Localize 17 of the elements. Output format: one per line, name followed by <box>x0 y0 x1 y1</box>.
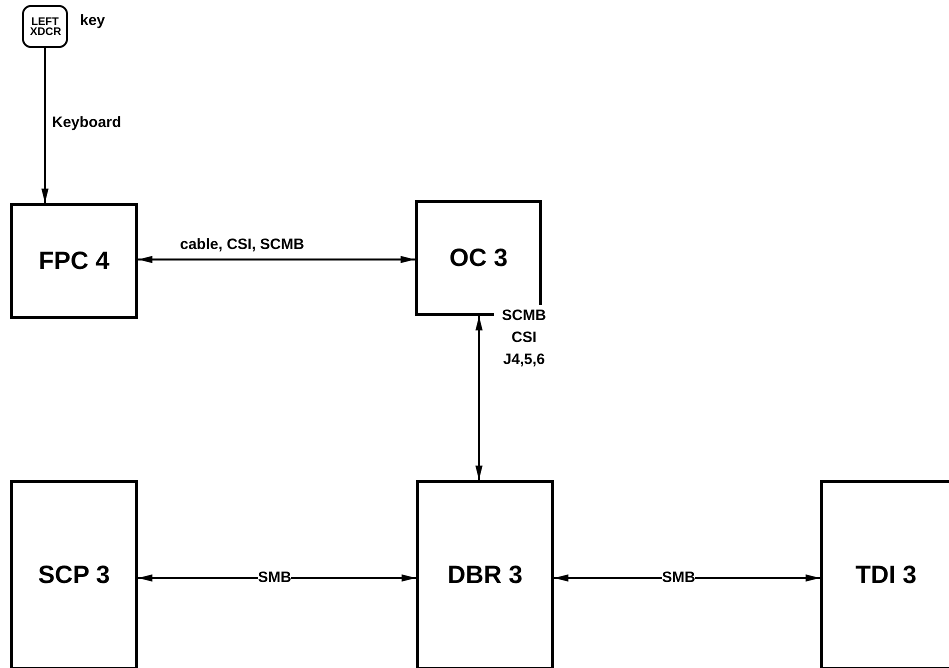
node-label: FPC 4 <box>38 246 110 276</box>
arrow <box>138 574 416 582</box>
arrow <box>554 574 820 582</box>
arrow <box>475 316 483 480</box>
node-label: LEFT XDCR <box>30 16 60 36</box>
key-box <box>22 5 68 48</box>
block-box <box>10 480 138 668</box>
arrow <box>41 48 49 204</box>
node-label: TDI 3 <box>855 560 917 590</box>
block-box <box>820 480 949 668</box>
node-label: DBR 3 <box>447 560 522 590</box>
block-box <box>416 480 554 668</box>
node-label: OC 3 <box>449 244 508 272</box>
node-label: SCP 3 <box>38 560 110 590</box>
arrow <box>138 256 416 264</box>
block-box <box>10 203 138 319</box>
key-caption: key <box>80 12 106 29</box>
